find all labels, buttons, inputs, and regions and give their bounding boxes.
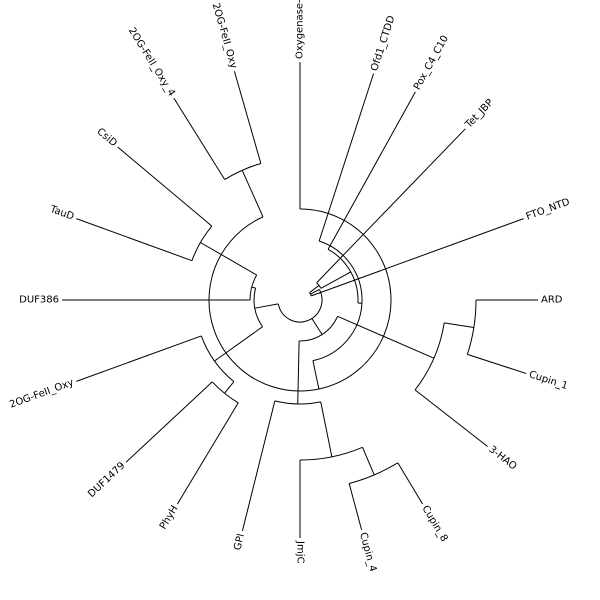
branch-taud	[76, 218, 193, 262]
leaf-label-duf1479: DUF1479	[86, 460, 127, 500]
leaf-label-fto: FTO_NTD	[525, 197, 572, 223]
leaf-label-cupin1: Cupin_1	[528, 369, 570, 392]
branch-ogfe2	[76, 335, 202, 382]
branch-node-10	[251, 286, 256, 289]
arc-node-1	[299, 316, 339, 342]
branch-node-14	[320, 271, 351, 289]
branch-node-17	[241, 170, 264, 218]
arc-node-2	[414, 322, 445, 391]
arc-node-8	[200, 335, 235, 382]
leaf-label-ard: ARD	[541, 295, 563, 306]
branch-node-7	[254, 303, 279, 309]
tree-branches	[62, 62, 538, 538]
branch-cupin1	[467, 353, 527, 375]
branch-node-16	[312, 360, 320, 390]
branch-csid	[117, 146, 213, 227]
branch-node-13	[309, 284, 320, 294]
leaf-label-csid: CsiD	[94, 126, 119, 149]
branch-hao	[414, 389, 488, 447]
branch-fto	[311, 218, 524, 297]
branch-node-2	[337, 315, 435, 359]
branch-gpi	[241, 400, 276, 532]
branch-cupin4	[348, 483, 363, 531]
leaf-label-pox: Pox_C4_C10	[412, 34, 451, 92]
branch-ogfe	[233, 71, 262, 164]
leaf-label-jmjc: JmjC	[295, 540, 306, 563]
branch-node-8	[214, 326, 263, 362]
branch-node-3	[444, 322, 474, 329]
leaf-label-ofd: Ofd1_CTDD	[369, 14, 397, 72]
branch-ogfe4	[173, 97, 226, 180]
leaf-label-cupin4: Cupin_4	[357, 531, 378, 573]
arc-node-0	[277, 289, 323, 323]
arc-node-5	[299, 446, 363, 461]
leaf-label-tet: Tet_JBP	[463, 97, 496, 131]
arc-node-6	[349, 462, 399, 485]
leaf-label-duf386: DUF386	[19, 295, 59, 306]
branch-node-5	[320, 401, 333, 457]
arc-node-12	[309, 292, 312, 297]
arc-node-11	[191, 225, 213, 261]
arc-node-13	[316, 282, 322, 289]
branch-tet	[316, 128, 466, 284]
branch-phyh	[176, 402, 239, 505]
arc-node-10	[249, 274, 258, 301]
arc-node-16	[208, 208, 392, 392]
leaf-label-taud: TauD	[48, 204, 76, 223]
branch-node-4	[297, 340, 300, 404]
branch-node-9	[224, 381, 235, 394]
leaf-label-oxygenase: Oxygenase-	[295, 0, 306, 59]
leaf-label-ogfe4: 2OG-FeII_Oxy_4	[126, 26, 177, 99]
leaf-label-gpi: GPI	[232, 533, 247, 552]
leaf-label-hao: 3-HAO	[487, 444, 519, 472]
branch-node-1	[311, 318, 323, 335]
arc-node-14	[327, 248, 359, 304]
arc-node-3	[466, 299, 477, 355]
arc-node-15	[312, 240, 363, 362]
branch-pox	[327, 91, 416, 250]
branch-duf1479	[125, 381, 213, 463]
branch-node-6	[362, 447, 375, 476]
branch-cupin8	[397, 462, 424, 505]
leaf-label-ogfe2: 2OG-FeII_Oxy	[8, 377, 75, 410]
leaf-label-ogfe: 2OG-FeII_Oxy	[210, 2, 239, 70]
arc-node-4	[274, 400, 321, 405]
arc-node-17	[224, 163, 261, 181]
arc-node-7	[253, 287, 263, 328]
branch-node-11	[200, 242, 257, 276]
branch-node-12	[310, 288, 320, 295]
leaf-label-phyh: PhyH	[158, 504, 181, 532]
leaf-label-cupin8: Cupin_8	[419, 504, 449, 544]
